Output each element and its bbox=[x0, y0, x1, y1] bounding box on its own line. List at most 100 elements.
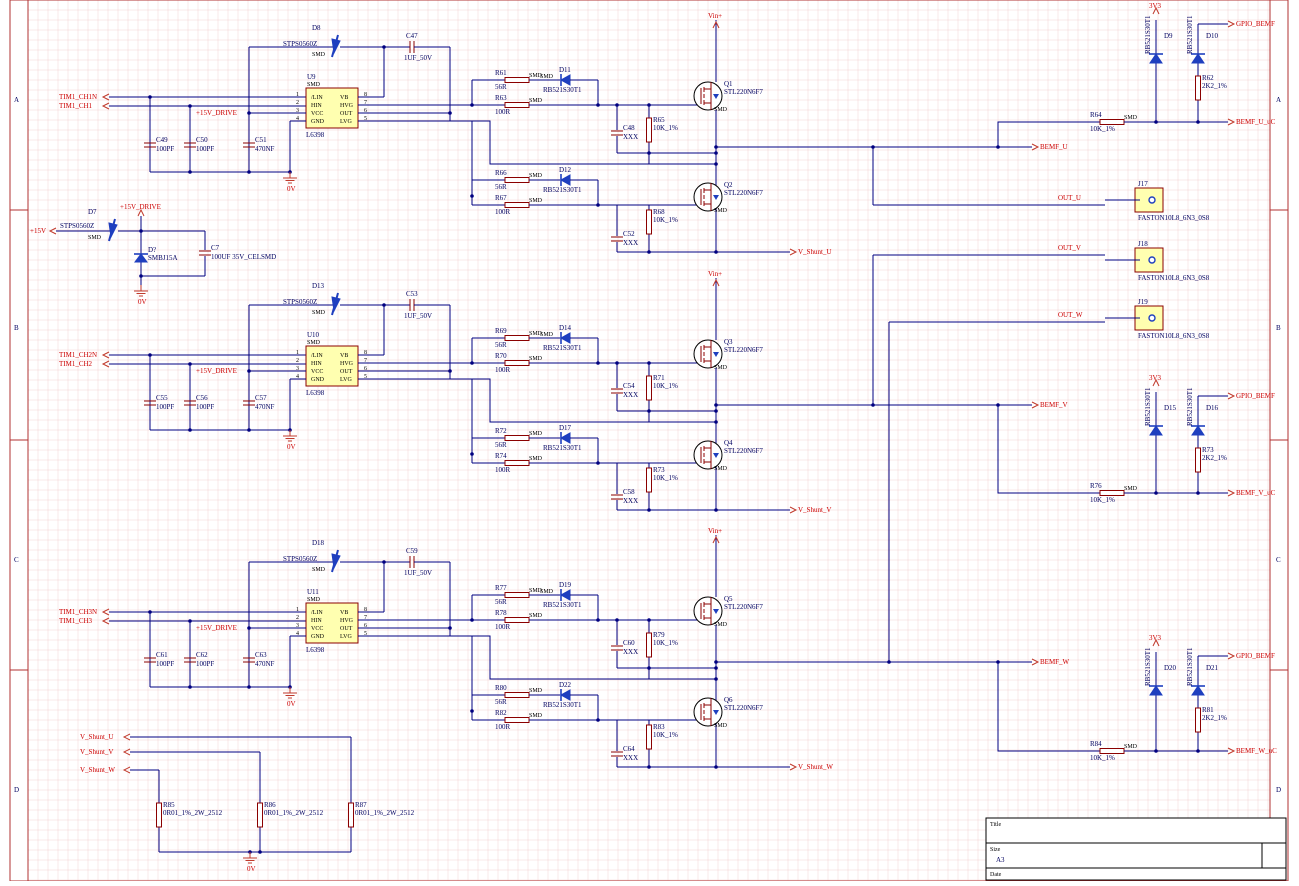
cap-in2-v-ref: C56 bbox=[196, 394, 208, 402]
res-gate-l-w-body bbox=[504, 692, 530, 698]
v3v3-arrow bbox=[1152, 638, 1160, 647]
supply-diode-part: STPS0560Z bbox=[60, 222, 94, 230]
driver-pinnum-left-1: 2 bbox=[296, 358, 299, 364]
driver-pin-left-1: HIN bbox=[311, 361, 322, 367]
junction-dot bbox=[188, 170, 192, 174]
bootstrap-diode-v-bar bbox=[331, 292, 339, 316]
res-gate-h-v-ref: R69 bbox=[495, 327, 507, 335]
junction-dot bbox=[470, 618, 474, 622]
shunt-res-w-body bbox=[156, 802, 162, 828]
bootstrap-diode-pkg-w: SMD bbox=[312, 567, 326, 573]
driver-pin-left-3: GND bbox=[311, 119, 325, 125]
net-vin-w: Vin+ bbox=[708, 527, 722, 535]
net-out-w: OUT_W bbox=[1058, 311, 1083, 319]
driver-pinnum-left-2: 3 bbox=[296, 108, 299, 114]
net-15v-in: +15V bbox=[30, 227, 46, 235]
bootstrap-cap-w-value: 1UF_50V bbox=[404, 569, 432, 577]
junction-dot bbox=[714, 666, 718, 670]
driver-pinnum-right-1: 7 bbox=[364, 358, 367, 364]
mosfet-high-w-ref: Q5 bbox=[724, 595, 733, 603]
diode-gate-h-w-triangle bbox=[559, 589, 571, 601]
diode-gate-h-w-ref: D19 bbox=[559, 581, 572, 589]
cap-gate-l-w-ref: C64 bbox=[623, 745, 635, 753]
mosfet-high-v-pkg: SMD bbox=[714, 365, 728, 371]
driver-pin-left-3: GND bbox=[311, 634, 325, 640]
mosfet-low-u-ref: Q2 bbox=[724, 181, 733, 189]
net-gpio-bemf-v: GPIO_BEMF bbox=[1227, 392, 1275, 400]
diode-clamp-a-w-triangle bbox=[1149, 685, 1163, 696]
junction-dot bbox=[1154, 491, 1158, 495]
mosfet-low-v-part: STL220N6F7 bbox=[724, 447, 763, 455]
mosfet-high-u-ref: Q1 bbox=[724, 80, 733, 88]
driver-ic-u bbox=[305, 87, 359, 129]
junction-dot bbox=[887, 660, 891, 664]
diode-gate-l-w-ref: D22 bbox=[559, 681, 572, 689]
net-shunt-out-w-arrow bbox=[789, 763, 798, 771]
net-gpio-bemf-u: GPIO_BEMF bbox=[1227, 20, 1275, 28]
driver-pin-left-2: VCC bbox=[311, 369, 323, 375]
junction-dot bbox=[714, 660, 718, 664]
junction-dot bbox=[382, 560, 386, 564]
net-shunt-out-u-text: V_Shunt_U bbox=[798, 248, 831, 256]
wire bbox=[450, 378, 473, 454]
junction-dot bbox=[1196, 749, 1200, 753]
res-gate2-l-u-value: 100R bbox=[495, 208, 511, 216]
net-bemf-w-text: BEMF_W bbox=[1040, 658, 1070, 666]
diode-gate-h-u-ref: D11 bbox=[559, 66, 571, 74]
driver-pin-right-1: HVG bbox=[340, 618, 354, 624]
net-bemf-v: BEMF_V bbox=[1031, 401, 1068, 409]
bootstrap-diode-u bbox=[331, 34, 341, 58]
driver-ic-w bbox=[305, 602, 359, 644]
res-pd-l-v-ref: R73 bbox=[653, 466, 665, 474]
junction-dot bbox=[247, 369, 251, 373]
driver-pin-right-1: HVG bbox=[340, 103, 354, 109]
tvs-diode bbox=[134, 253, 148, 263]
driver-pin-right-0: VB bbox=[340, 610, 348, 616]
junction-dot bbox=[714, 409, 718, 413]
cap-in2-u-ref: C50 bbox=[196, 136, 208, 144]
mosfet-low-v-ref: Q4 bbox=[724, 439, 733, 447]
res-gate-l-v-ref: R72 bbox=[495, 427, 507, 435]
mosfet-low-v-pkg: SMD bbox=[714, 466, 728, 472]
connector-ref-v: J18 bbox=[1138, 240, 1148, 248]
cap-vcc-u-ref: C51 bbox=[255, 136, 267, 144]
zone-label-d-right: D bbox=[1276, 786, 1281, 794]
cap-gate-h-w-value: XXX bbox=[623, 648, 638, 656]
cap-gate-h-u-value: XXX bbox=[623, 133, 638, 141]
junction-dot bbox=[596, 103, 600, 107]
cap-in1-u-value: 100PF bbox=[156, 145, 174, 153]
res-gate2-h-v-ref: R70 bbox=[495, 352, 507, 360]
net-bemf-u-arrow bbox=[1031, 143, 1040, 151]
res-gate-l-u-value: 56R bbox=[495, 183, 507, 191]
diode-gate-l-v-triangle bbox=[559, 432, 571, 444]
bootstrap-diode-part-w: STPS0560Z bbox=[283, 555, 317, 563]
driver-pin-left-1: HIN bbox=[311, 103, 322, 109]
mosfet-high-u-body-diode bbox=[713, 94, 719, 99]
net-shunt-out-u: V_Shunt_U bbox=[789, 248, 831, 256]
ground-label: 0V bbox=[287, 185, 296, 193]
res-pd-l-u-value: 10K_1% bbox=[653, 216, 678, 224]
diode-clamp-b-w-value: RB521S30T1 bbox=[1186, 647, 1194, 686]
shunt-res-u-body bbox=[348, 802, 354, 828]
res-gate-l-u-pkg: SMD bbox=[529, 173, 543, 179]
driver-pinnum-left-0: 1 bbox=[296, 350, 299, 356]
junction-dot bbox=[448, 111, 452, 115]
mosfet-high-v-part: STL220N6F7 bbox=[724, 346, 763, 354]
shunt-arrow bbox=[122, 748, 131, 756]
ground-label: 0V bbox=[138, 298, 147, 306]
wire bbox=[358, 120, 716, 165]
diode-clamp-a-w-value: RB521S30T1 bbox=[1144, 647, 1152, 686]
net-bemf-v-arrow bbox=[1031, 401, 1040, 409]
junction-dot bbox=[647, 409, 651, 413]
